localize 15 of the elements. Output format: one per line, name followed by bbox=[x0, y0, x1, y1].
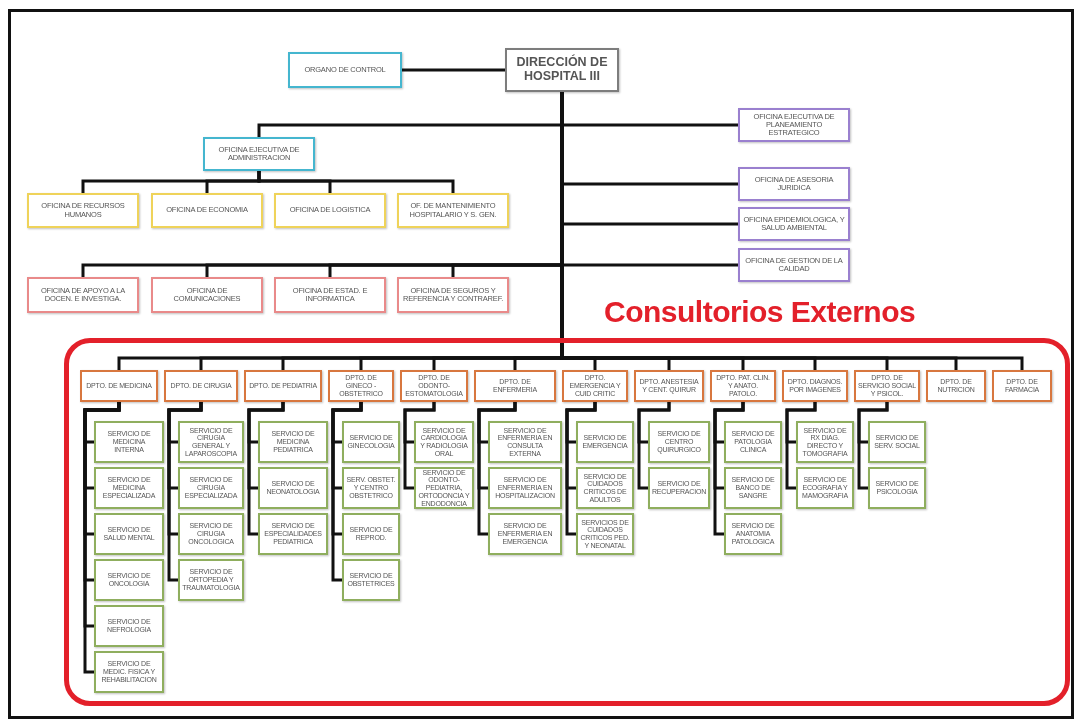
connector-line bbox=[857, 402, 889, 490]
group-title: Consultorios Externos bbox=[604, 294, 916, 330]
connector-line bbox=[83, 402, 121, 674]
director-box: DIRECCIÓN DE HOSPITAL III bbox=[505, 48, 619, 92]
connector-line bbox=[167, 402, 203, 582]
connector-line bbox=[637, 402, 671, 490]
connector-line bbox=[331, 402, 363, 582]
connector-line bbox=[785, 402, 817, 490]
connector-line bbox=[403, 402, 436, 490]
connector-line bbox=[257, 171, 455, 193]
connector-line bbox=[247, 402, 285, 536]
connector-line bbox=[477, 402, 517, 536]
connector-line bbox=[565, 402, 597, 536]
connector-line bbox=[713, 402, 745, 536]
connector-line bbox=[402, 68, 505, 72]
